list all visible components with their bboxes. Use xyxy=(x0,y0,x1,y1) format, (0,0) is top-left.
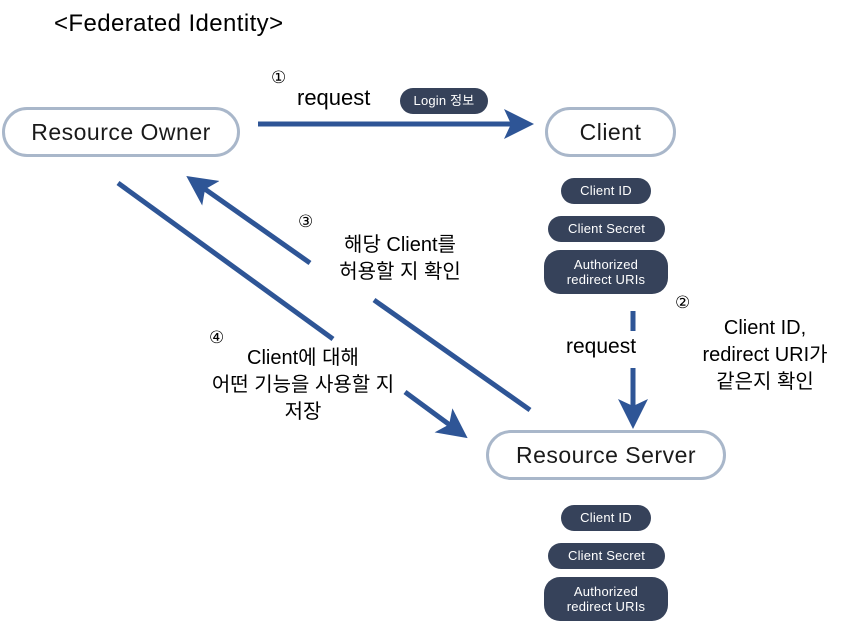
badge-server-client-id: Client ID xyxy=(561,505,651,531)
node-resource-server[interactable]: Resource Server xyxy=(486,430,726,480)
badge-authorized-redirect-uris: Authorized redirect URIs xyxy=(544,250,668,294)
step-1-label: request xyxy=(297,85,371,110)
step-3-number: ③ xyxy=(298,212,314,231)
step-4-note: Client에 대해 어떤 기능을 사용할 지 저장 xyxy=(211,347,395,423)
step-2-note: Client ID, redirect URI가 같은지 확인 xyxy=(702,317,828,393)
badge-server-authorized-redirect-uris: Authorized redirect URIs xyxy=(544,577,668,621)
badge-login-info: Login 정보 xyxy=(400,88,488,114)
node-resource-owner[interactable]: Resource Owner xyxy=(2,107,240,157)
step-3-note: 해당 Client를 허용할 지 확인 xyxy=(339,234,461,283)
node-client[interactable]: Client xyxy=(545,107,676,157)
step-1-number: ① xyxy=(271,68,287,87)
page-title: <Federated Identity> xyxy=(54,10,284,37)
step-2-number: ② xyxy=(675,293,691,312)
node-label: Client xyxy=(579,118,642,145)
badge-client-secret: Client Secret xyxy=(548,216,665,242)
arrow-step-4-head xyxy=(116,180,335,342)
arrow-step-3 xyxy=(186,175,312,266)
badge-client-id: Client ID xyxy=(561,178,651,204)
badge-server-client-secret: Client Secret xyxy=(548,543,665,569)
node-label: Resource Server xyxy=(515,441,697,468)
node-label: Resource Owner xyxy=(31,118,211,145)
step-2-label: request xyxy=(566,335,637,358)
step-4-number: ④ xyxy=(209,328,225,347)
